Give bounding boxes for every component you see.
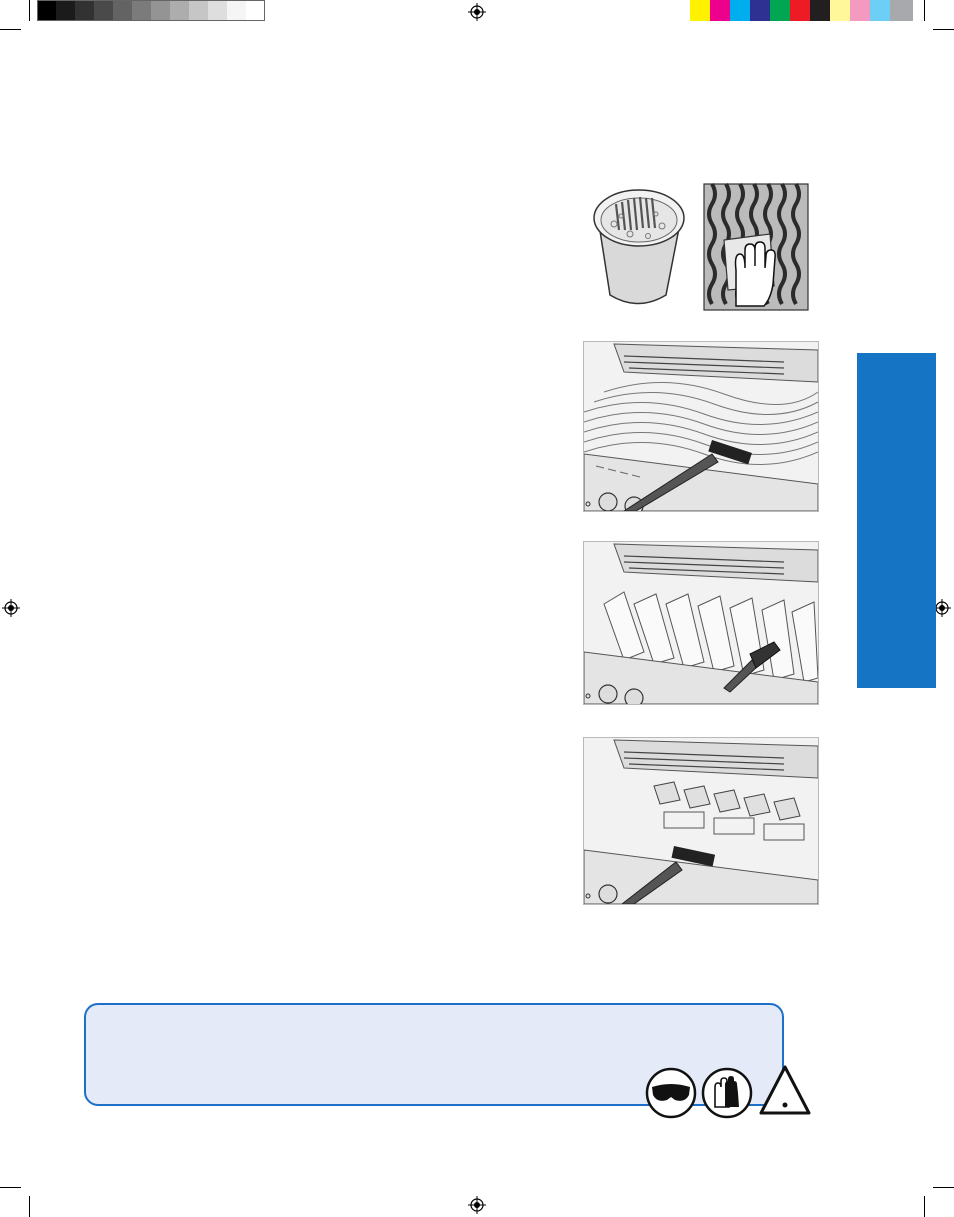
swatch-9 [208, 0, 227, 21]
swatch-7 [170, 0, 189, 21]
swatch-6 [151, 0, 170, 21]
safety-glasses-icon [645, 1067, 697, 1119]
swatch-magenta [710, 0, 730, 21]
warning-triangle-icon [759, 1065, 811, 1115]
swatch-5 [132, 0, 151, 21]
wire-brush-icon [623, 440, 752, 511]
swatch-blue [750, 0, 770, 21]
crop-mark-tr-v [924, 0, 925, 21]
swatch-11 [246, 0, 265, 21]
crop-mark-br-h [933, 1187, 954, 1188]
swatch-light-cyan [870, 0, 890, 21]
section-side-tab [857, 353, 936, 688]
swatch-pink [850, 0, 870, 21]
swatch-0 [37, 0, 56, 21]
swatch-1 [56, 0, 75, 21]
swatch-4 [113, 0, 132, 21]
crop-mark-br-v [924, 1196, 925, 1217]
scraper-icon [723, 641, 781, 693]
swatch-8 [189, 0, 208, 21]
crop-mark-bl-h [0, 1187, 21, 1188]
grill-icon [584, 542, 818, 704]
crosshair-target-icon [468, 1196, 486, 1214]
crosshair-target-icon [2, 599, 20, 617]
crop-mark-tl-h [0, 29, 21, 30]
swatch-light-yellow [830, 0, 850, 21]
grayscale-color-bar [37, 0, 265, 21]
process-color-bar [690, 0, 913, 21]
illustration-brush-burners [583, 737, 819, 905]
swatch-yellow [690, 0, 710, 21]
swatch-10 [227, 0, 246, 21]
grill-icon [584, 342, 818, 511]
crop-mark-tr-h [933, 29, 954, 30]
swatch-green [770, 0, 790, 21]
swatch-3 [94, 0, 113, 21]
swatch-black [810, 0, 830, 21]
crosshair-target-icon [933, 599, 951, 617]
wire-brush-icon [621, 846, 716, 904]
bucket-icon [593, 189, 685, 305]
swatch-gray [890, 0, 913, 21]
grill-icon [584, 738, 818, 904]
gloved-hand-icon [723, 233, 776, 307]
illustration-brush-cooking-grids [583, 341, 819, 512]
illustration-scrape-sear-plates [583, 541, 819, 705]
crosshair-target-icon [468, 3, 486, 21]
swatch-cyan [730, 0, 750, 21]
swatch-2 [75, 0, 94, 21]
gloves-icon [701, 1067, 753, 1119]
swatch-red [790, 0, 810, 21]
illustration-soak-grids-and-wipe [586, 180, 821, 315]
swatch-bar-border [37, 0, 265, 21]
crop-mark-tl-v [29, 0, 30, 21]
crop-mark-bl-v [29, 1196, 30, 1217]
